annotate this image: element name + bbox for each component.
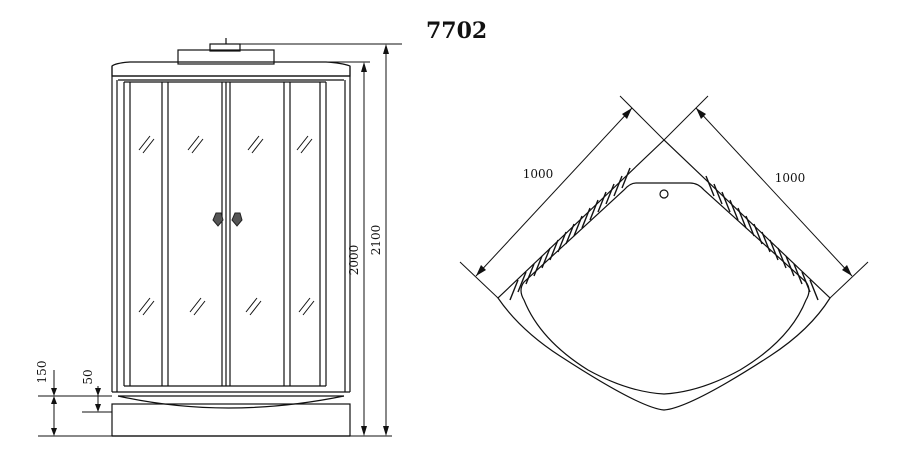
- right-door-handle: [231, 212, 243, 227]
- shower-tray: [111, 395, 351, 437]
- dim-tray-height: 150: [35, 361, 49, 384]
- tray-inner-basin: [520, 182, 810, 395]
- dim-tray-step: 50: [81, 369, 95, 384]
- cabin-roof: [111, 61, 351, 81]
- dim-width-right: 1000: [775, 171, 806, 185]
- drain-hole: [659, 189, 669, 199]
- cabin-frame: [111, 66, 351, 392]
- dim-height-cabin: 2000: [347, 245, 361, 276]
- roof-fitting: [177, 38, 275, 65]
- door-handles: [212, 212, 243, 227]
- cabin-base-strip: [112, 391, 350, 397]
- front-view: [111, 38, 351, 437]
- front-dimension-lines: [38, 43, 402, 437]
- plan-dimension-lines: [459, 95, 869, 299]
- glass-panels: [123, 81, 327, 387]
- plan-dimension-arrows: [476, 108, 852, 276]
- rim-hatching: [509, 167, 819, 301]
- dim-height-total: 2100: [369, 225, 383, 256]
- front-dimension-arrows: [51, 44, 389, 436]
- tray-outer-outline: [497, 139, 831, 411]
- dim-width-left: 1000: [523, 167, 554, 181]
- model-number: 7702: [426, 18, 487, 44]
- glass-reflection-marks: [138, 135, 315, 316]
- left-door-handle: [212, 212, 224, 227]
